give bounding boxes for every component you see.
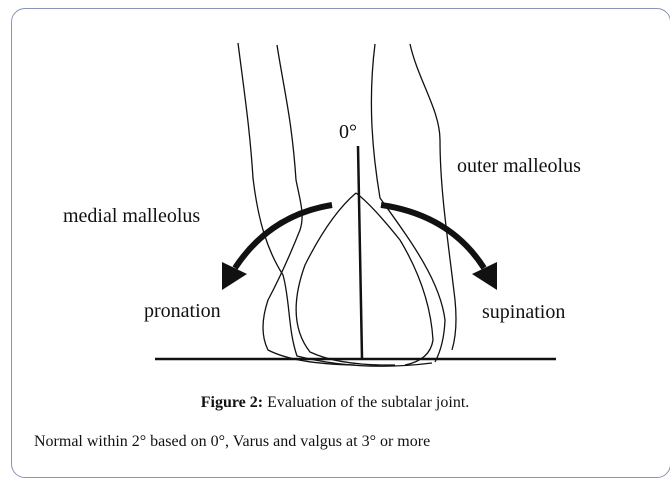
figure-note: Normal within 2° based on 0°, Varus and … bbox=[34, 433, 430, 451]
caption-text: Evaluation of the subtalar joint. bbox=[263, 394, 469, 411]
outer-malleolus-label: outer malleolus bbox=[457, 155, 581, 177]
medial-leg-outline bbox=[238, 43, 432, 366]
zero-degree-label: 0° bbox=[339, 121, 357, 143]
heel-outline bbox=[263, 45, 355, 365]
zero-axis-line bbox=[358, 146, 362, 358]
pronation-label: pronation bbox=[144, 300, 221, 322]
caption-label: Figure 2: bbox=[201, 394, 263, 411]
figure-caption: Figure 2: Evaluation of the subtalar joi… bbox=[0, 394, 670, 412]
outer-contour bbox=[410, 44, 456, 350]
supination-label: supination bbox=[482, 301, 565, 323]
medial-malleolus-label: medial malleolus bbox=[63, 205, 200, 227]
calcaneus-left bbox=[296, 193, 395, 365]
pronation-arrow bbox=[235, 205, 332, 268]
